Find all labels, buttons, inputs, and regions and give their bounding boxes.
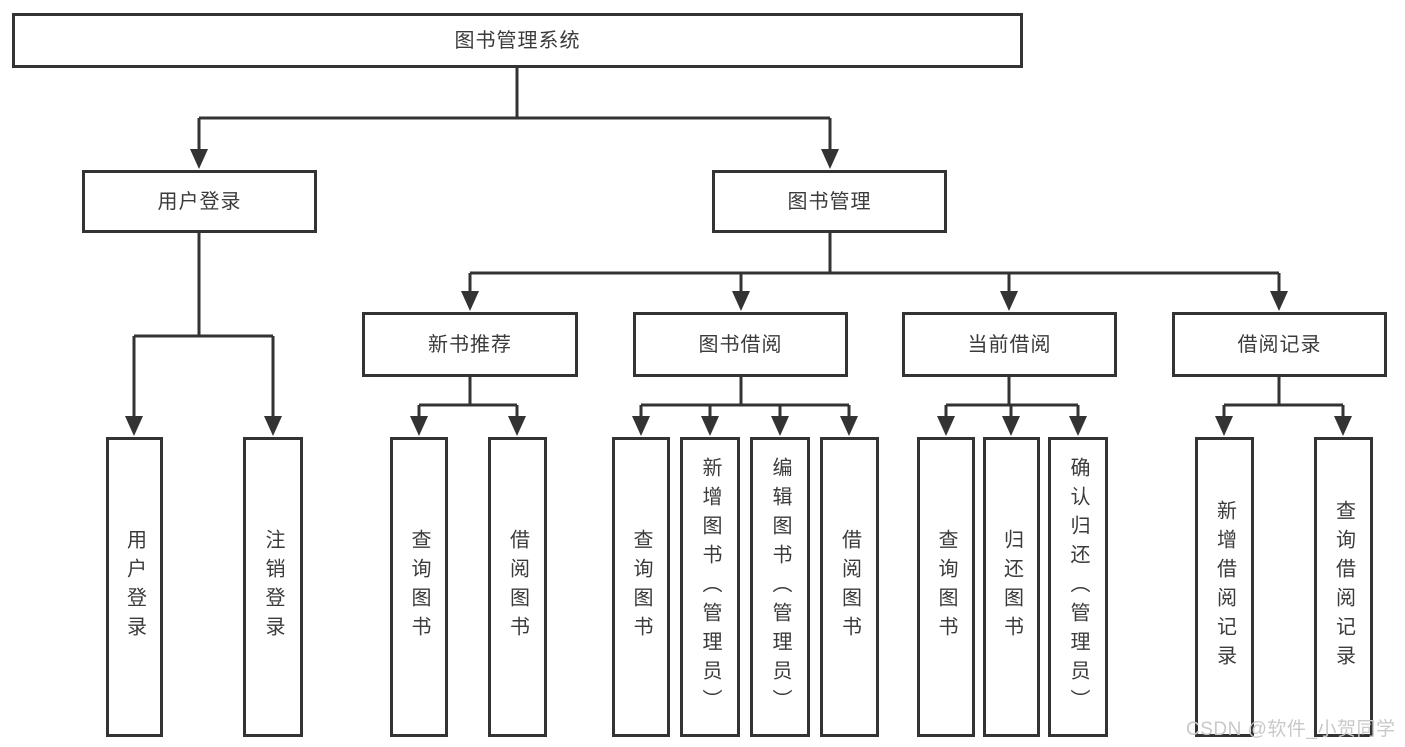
node-user-login-branch: 用户登录 [82, 170, 317, 233]
leaf-query-books-recommend-label: 查询图书 [408, 529, 430, 645]
leaf-add-book-admin: 新增图书（管理员） [680, 437, 740, 737]
leaf-query-books-current: 查询图书 [917, 437, 975, 737]
node-current-borrow-label: 当前借阅 [967, 333, 1052, 356]
connector-segments [132, 68, 1345, 417]
leaf-user-login: 用户登录 [106, 437, 163, 737]
node-book-borrow: 图书借阅 [633, 312, 848, 377]
leaf-add-book-admin-label: 新增图书（管理员） [699, 456, 721, 718]
node-current-borrow: 当前借阅 [902, 312, 1117, 377]
node-root-system: 图书管理系统 [12, 13, 1023, 68]
node-borrow-records: 借阅记录 [1172, 312, 1387, 377]
leaf-edit-book-admin: 编辑图书（管理员） [750, 437, 810, 737]
leaf-query-books-recommend: 查询图书 [390, 437, 448, 737]
leaf-confirm-return-admin: 确认归还（管理员） [1048, 437, 1108, 737]
leaf-confirm-return-admin-label: 确认归还（管理员） [1067, 456, 1089, 718]
node-new-book-recommend: 新书推荐 [362, 312, 578, 377]
leaf-add-borrow-record-label: 新增借阅记录 [1213, 500, 1236, 674]
leaf-logout-label: 注销登录 [262, 529, 284, 645]
node-book-borrow-label: 图书借阅 [698, 333, 783, 356]
leaf-borrow-books-recommend-label: 借阅图书 [506, 529, 529, 645]
arrowhead-icons [125, 149, 1352, 436]
leaf-query-borrow-record-label: 查询借阅记录 [1332, 500, 1355, 674]
leaf-query-borrow-record: 查询借阅记录 [1314, 437, 1373, 737]
leaf-borrow-books-recommend: 借阅图书 [488, 437, 547, 737]
leaf-return-book-label: 归还图书 [1000, 529, 1023, 645]
leaf-query-books-borrow: 查询图书 [612, 437, 670, 737]
watermark: CSDN @软件_小贺同学 [1186, 719, 1396, 740]
node-borrow-records-label: 借阅记录 [1237, 333, 1322, 356]
node-user-login-branch-label: 用户登录 [157, 190, 242, 213]
leaf-borrow-books-label: 借阅图书 [838, 529, 861, 645]
leaf-query-books-borrow-label: 查询图书 [630, 529, 652, 645]
leaf-borrow-books: 借阅图书 [820, 437, 879, 737]
leaf-user-login-label: 用户登录 [123, 529, 146, 645]
leaf-edit-book-admin-label: 编辑图书（管理员） [769, 456, 791, 718]
leaf-logout: 注销登录 [243, 437, 303, 737]
node-book-management-branch-label: 图书管理 [787, 190, 872, 213]
leaf-query-books-current-label: 查询图书 [935, 529, 957, 645]
leaf-return-book: 归还图书 [983, 437, 1040, 737]
node-root-system-label: 图书管理系统 [454, 29, 581, 52]
leaf-add-borrow-record: 新增借阅记录 [1195, 437, 1254, 737]
node-book-management-branch: 图书管理 [712, 170, 947, 233]
node-new-book-recommend-label: 新书推荐 [428, 333, 512, 356]
